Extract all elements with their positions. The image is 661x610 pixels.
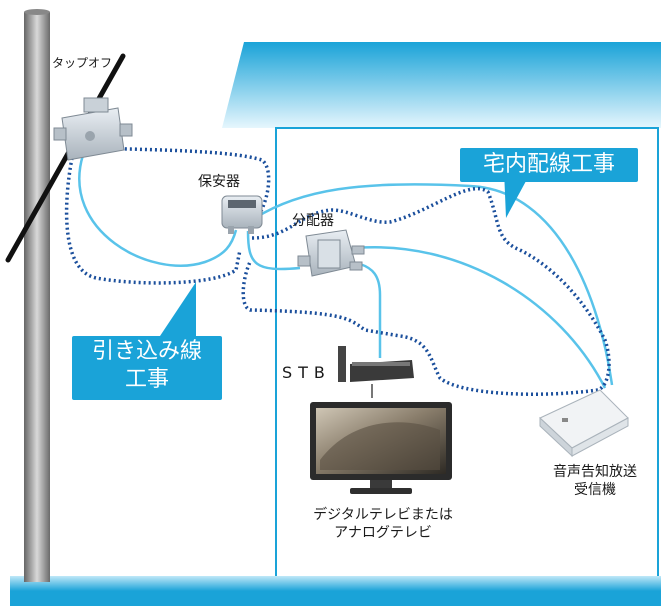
stb-label: STB xyxy=(282,363,331,382)
house-roof xyxy=(222,42,661,128)
dropline-dotted-route xyxy=(64,146,271,285)
overhead-cable xyxy=(5,53,126,263)
dropline-callout: 引き込み線 工事 xyxy=(72,336,222,400)
protector-label: 保安器 xyxy=(198,174,240,190)
dropline-callout-line2: 工事 xyxy=(124,367,169,392)
receiver-label-line2: 受信機 xyxy=(574,482,616,498)
dropline-callout-line1: 引き込み線 xyxy=(91,339,202,364)
dropline-callout-pointer xyxy=(160,282,196,336)
tv-label-line1: デジタルテレビまたは xyxy=(313,507,453,523)
pole-top xyxy=(24,9,50,15)
indoor-wiring-callout: 宅内配線工事 xyxy=(460,148,638,182)
receiver-label: 音声告知放送 受信機 xyxy=(540,463,650,499)
receiver-device xyxy=(539,389,629,458)
indoor-callout-pointer xyxy=(504,170,532,218)
utility-pole xyxy=(24,12,50,582)
splitter-label: 分配器 xyxy=(292,213,334,229)
tv-label: デジタルテレビまたは アナログテレビ xyxy=(288,506,478,542)
splitter-device xyxy=(297,229,365,277)
indoor-dotted-route xyxy=(241,186,611,396)
stb-device xyxy=(338,346,414,398)
tv-device xyxy=(310,402,452,494)
signal-cables xyxy=(78,154,614,389)
ground-band xyxy=(10,576,661,606)
tap-off-label: タップオフ xyxy=(52,56,113,70)
protector-device xyxy=(221,195,263,234)
indoor-wiring-callout-text: 宅内配線工事 xyxy=(482,152,615,177)
receiver-label-line1: 音声告知放送 xyxy=(553,464,637,480)
tap-off-device xyxy=(53,97,133,161)
tv-label-line2: アナログテレビ xyxy=(334,525,432,541)
